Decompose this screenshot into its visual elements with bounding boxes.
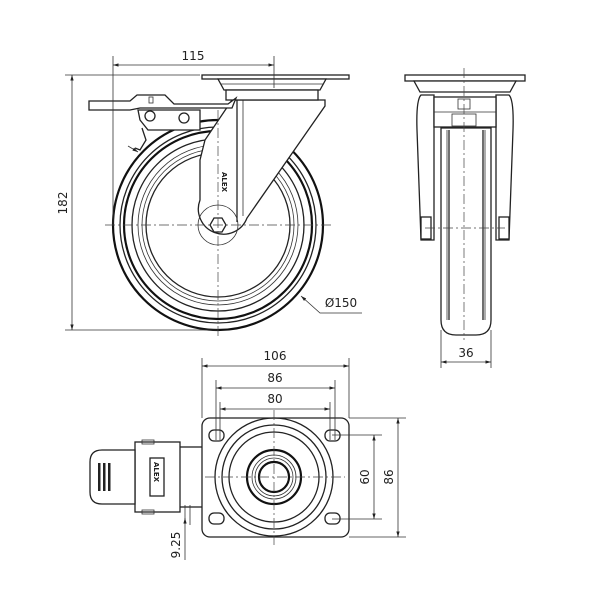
dim-label-9-25: 9.25 [169,532,183,559]
dim-label-diameter: Ø150 [325,296,357,310]
brand-mark-front: ALEX [220,172,228,193]
brake-lever-front [88,94,238,153]
dimension-86-vertical: 86 [349,417,406,538]
dim-label-36: 36 [458,346,473,360]
fork-leg-right [495,94,514,241]
dim-label-115: 115 [182,49,205,63]
brake-pedal-top: ALEX [89,439,204,515]
fork-leg-left [416,94,435,241]
dimension-9-25: 9.25 [169,505,191,560]
dimension-60: 60 [332,434,382,520]
dimension-80: 80 [219,392,331,440]
dim-label-182: 182 [56,192,70,215]
wheel-side [440,127,492,336]
dimension-106: 106 [201,349,350,418]
dimension-36: 36 [440,330,492,368]
dim-label-86-v: 86 [382,469,396,484]
mounting-holes [208,429,341,525]
side-view: 36 [404,68,526,368]
brand-text-top: ALEX [152,462,160,483]
dim-label-106: 106 [264,349,287,363]
top-plate-side [404,74,526,82]
front-view: ALEX 115 [56,49,362,338]
dimension-86-horizontal: 86 [215,371,336,440]
dim-label-60: 60 [358,469,372,484]
dimension-diameter-150: Ø150 [300,295,362,314]
dimension-115: 115 [112,49,275,225]
dimension-182: 182 [56,74,218,331]
fork: ALEX [197,99,326,246]
top-view: ALEX 106 [89,349,406,560]
top-plate-front [201,74,350,101]
dim-label-86-h: 86 [267,371,282,385]
brand-text: ALEX [220,172,228,193]
dim-label-80: 80 [267,392,282,406]
